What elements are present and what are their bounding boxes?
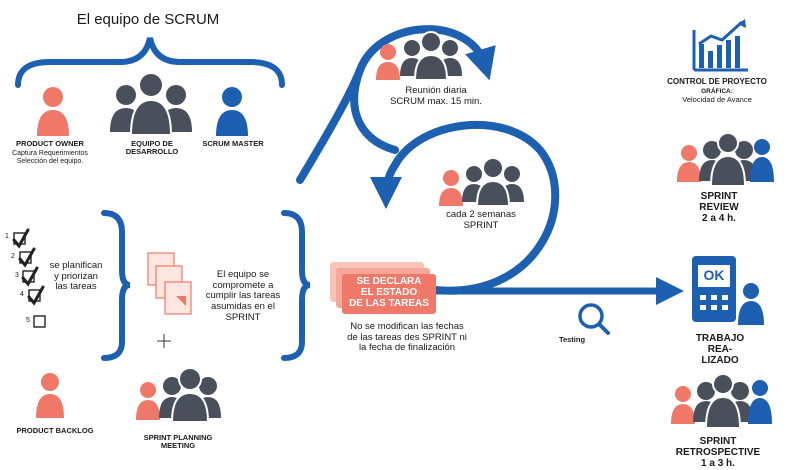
dev-team-icon (110, 72, 192, 136)
control-title: CONTROL DE PROYECTO (667, 77, 767, 86)
daily-meeting-label: Reunión diaria SCRUM max. 15 min. (390, 85, 482, 107)
done-label: TRABAJO REA- LIZADO (695, 333, 745, 367)
planning-documents-icon (147, 252, 192, 315)
declare-note: No se modifican las fechas de las tareas… (347, 321, 467, 354)
backlog-number-2: 2 (11, 253, 15, 260)
backlog-text: se planifican y priorizan las tareas (49, 260, 103, 293)
team-title: El equipo de SCRUM (76, 11, 220, 28)
sprint-retro-label: SPRINT RETROSPECTIVE 1 a 3 h. (675, 436, 761, 470)
sprint-loop-arrow (370, 120, 560, 295)
backlog-brace-left (101, 210, 131, 361)
planning-meeting-label: SPRINT PLANNING MEETING (143, 433, 213, 451)
commit-text: El equipo se compromete a cumplir las ta… (205, 269, 281, 323)
check-marks (12, 228, 45, 306)
sprint-label: cada 2 semanas SPRINT (446, 209, 516, 231)
control-sub: GRÁFICA: (701, 88, 733, 95)
dev-team-label: EQUIPO DE DESARROLLO (125, 139, 179, 157)
declare-box (342, 274, 436, 314)
done-person-icon (738, 283, 764, 325)
backlog-number-3: 3 (15, 272, 19, 279)
product-owner-desc: Captura Requerimientos Selección del equ… (12, 150, 88, 165)
daily-loop-arrow (296, 25, 496, 184)
backlog-number-5: 5 (26, 317, 30, 324)
planning-team-icon (136, 367, 221, 423)
team-brace (15, 37, 285, 88)
product-backlog-label: PRODUCT BACKLOG (16, 426, 94, 435)
declare-box-text: SE DECLARA EL ESTADO DE LAS TAREAS (349, 276, 429, 309)
scrum-master-label: SCRUM MASTER (202, 139, 264, 148)
sprint-review-label: SPRINT REVIEW 2 a 4 h. (699, 191, 739, 225)
product-owner-label: PRODUCT OWNER (16, 139, 84, 148)
testing-label: Testing (558, 335, 586, 344)
move-cursor-icon (157, 334, 171, 348)
backlog-number-4: 4 (20, 291, 24, 298)
product-owner-icon (37, 87, 69, 136)
retro-team-icon (671, 373, 772, 429)
control-desc: Velocidad de Avance (682, 95, 752, 104)
planning-brace-right (281, 210, 311, 361)
daily-meeting-icon (376, 31, 462, 81)
magnifier-icon (578, 303, 610, 335)
done-screen-text: OK (703, 267, 725, 283)
scrum-master-icon (216, 87, 248, 136)
done-device-icon (692, 256, 736, 322)
backlog-number-1: 1 (5, 233, 9, 240)
sprint-team-icon (439, 157, 524, 207)
review-team-icon (677, 132, 774, 187)
backlog-person-icon (36, 373, 64, 418)
bar-chart-icon (692, 19, 748, 72)
